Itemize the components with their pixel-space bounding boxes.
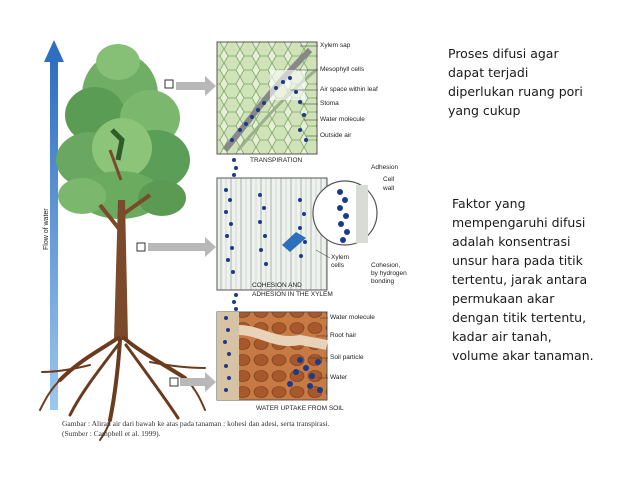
panel-transpiration [217, 42, 318, 154]
text-line: Proses difusi agar [448, 44, 628, 63]
label-water-molecule-soil: Water molecule [330, 314, 375, 321]
label-water: Water [330, 374, 347, 381]
label-adhesion: Adhesion [371, 164, 398, 171]
tree-foliage [56, 44, 190, 219]
text-line: unsur hara pada titik [452, 251, 636, 270]
transpiration-title: TRANSPIRATION [250, 157, 302, 164]
text-line: adalah konsentrasi [452, 232, 636, 251]
label-mesophyll-cells: Mesophyll cells [320, 66, 364, 73]
label-root-hair: Root hair [330, 332, 356, 339]
text-line: Faktor yang [452, 194, 636, 213]
label-cell: Cell [383, 176, 394, 183]
label-cohesion: Cohesion, [371, 262, 400, 269]
flow-of-water-label: Flow of water [43, 208, 50, 250]
label-outside-air: Outside air [320, 132, 351, 139]
figure-caption-line-2: (Sumber : Campbell et al. 1999). [62, 429, 432, 439]
label-xylem-sap: Xylem sap [320, 42, 350, 49]
label-wall: wall [383, 185, 394, 192]
text-line: dapat terjadi [448, 63, 628, 82]
cohesion-title-2: ADHESION IN THE XYLEM [252, 291, 333, 298]
label-xylem-cells: cells [331, 262, 344, 269]
diagram-figure [0, 0, 440, 479]
label-by-hydrogen: by hydrogen [371, 270, 407, 277]
text-line: mempengaruhi difusi [452, 213, 636, 232]
text-line: volume akar tanaman. [452, 346, 636, 365]
panel-cohesion [217, 178, 377, 290]
zoom-box-root [170, 378, 178, 386]
text-block-diffusion: Proses difusi agar dapat terjadi diperlu… [448, 44, 628, 120]
label-air-space: Air space within leaf [320, 86, 378, 93]
text-line: permukaan akar [452, 289, 636, 308]
text-block-factors: Faktor yang mempengaruhi difusi adalah k… [452, 194, 636, 365]
text-line: dengan titik tertentu, [452, 308, 636, 327]
zoom-box-stem [137, 243, 145, 251]
label-stoma: Stoma [320, 100, 339, 107]
zoom-box-leaf [165, 80, 173, 88]
text-line: kadar air tanah, [452, 327, 636, 346]
label-bonding: bonding [371, 278, 394, 285]
figure-caption-line-1: Gambar : Aliran air dari bawah ke atas p… [62, 419, 432, 429]
cohesion-title-1: COHESION AND [252, 282, 302, 289]
panel-uptake [217, 312, 328, 400]
text-line: tertentu, jarak antara [452, 270, 636, 289]
text-line: diperlukan ruang pori [448, 82, 628, 101]
label-xylem: Xylem [331, 254, 349, 261]
text-line: yang cukup [448, 101, 628, 120]
label-soil-particle: Soil particle [330, 354, 364, 361]
uptake-title: WATER UPTAKE FROM SOIL [256, 405, 344, 412]
label-water-molecule-leaf: Water molecule [320, 116, 365, 123]
